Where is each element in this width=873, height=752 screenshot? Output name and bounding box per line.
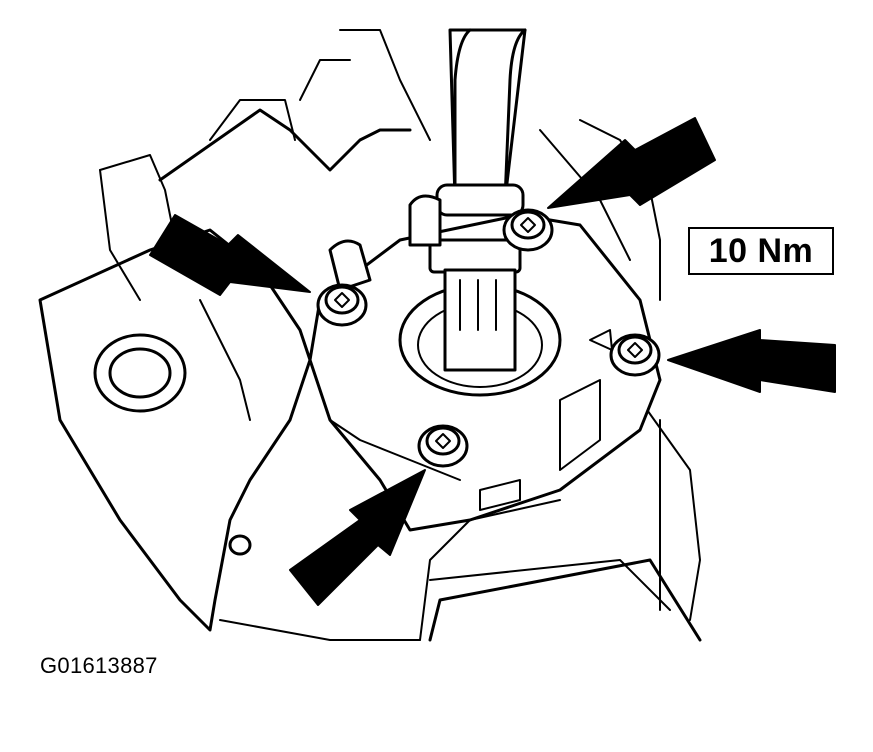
arrow-upper-right xyxy=(547,117,716,209)
bolt-right xyxy=(609,333,661,377)
mounting-hole xyxy=(93,333,187,413)
shifter-housing xyxy=(308,213,662,532)
shift-lever xyxy=(328,28,527,372)
figure-id: G01613887 xyxy=(40,653,158,678)
torque-spec-box: 10 Nm xyxy=(688,227,834,275)
arrow-upper-left xyxy=(149,214,311,296)
small-hole xyxy=(228,534,252,556)
bolt-top xyxy=(502,208,554,252)
base-plate xyxy=(38,29,702,642)
bolt-bottom xyxy=(417,424,469,468)
torque-label: 10 Nm xyxy=(708,231,814,270)
arrow-right xyxy=(667,329,836,393)
bolt-left xyxy=(316,283,368,327)
arrow-lower-left xyxy=(289,469,426,606)
